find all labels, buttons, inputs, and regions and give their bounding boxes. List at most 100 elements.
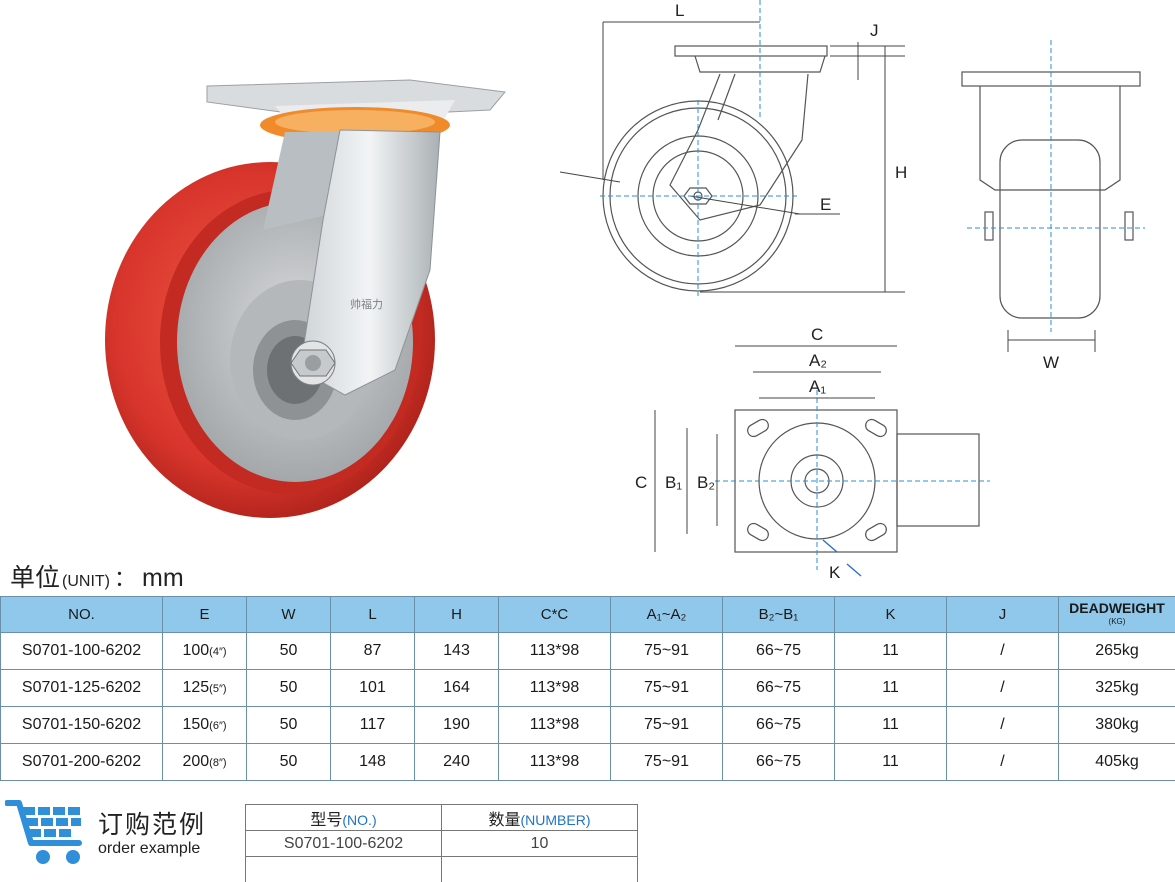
order-header-row: 型号(NO.) 数量(NUMBER) [245,804,638,831]
label-E: E [820,195,831,214]
cell-k: 11 [834,632,947,670]
cell-cc: 113*98 [498,632,611,670]
cell-no: S0701-200-6202 [0,743,163,781]
cell-a: 75~91 [610,743,723,781]
label-K: K [829,563,841,580]
table-row: S0701-125-6202 125(5″) 50 101 164 113*98… [0,669,1175,707]
spec-table: NO. E W L H C*C A₁~A₂ B₂~B₁ K J DEADWEIG… [0,596,1175,781]
cell-j: / [946,743,1059,781]
cell-k: 11 [834,743,947,781]
cell-j: / [946,669,1059,707]
cell-e: 200(8″) [162,743,247,781]
unit-line: 单位 (UNIT) ： mm [10,558,184,594]
header-k: K [834,596,947,633]
order-title-zh: 订购范例 [98,810,207,839]
cell-e-value: 200 [182,753,210,770]
cell-no: S0701-125-6202 [0,669,163,707]
cell-e: 150(6″) [162,706,247,744]
order-col-no-zh: 型号 [310,809,343,829]
cell-w: 50 [246,632,331,670]
cell-cc: 113*98 [498,669,611,707]
cell-h: 190 [414,706,499,744]
cell-b: 66~75 [722,632,835,670]
deadweight-unit: (KG) [1108,616,1126,626]
plate-view-drawing: C A₂ A₁ C B₁ B₂ K [635,325,990,580]
label-A2: A₂ [809,351,827,370]
header-j: J [946,596,1059,633]
deadweight-label: DEADWEIGHT [1069,599,1165,616]
cell-k: 11 [834,669,947,707]
cell-no: S0701-150-6202 [0,706,163,744]
order-empty-cell [245,856,442,882]
header-h: H [414,596,499,633]
cell-dw: 405kg [1058,743,1175,781]
order-empty-row [245,856,638,882]
brand-mark: 帅福力 [350,297,383,311]
cell-e: 100(4″) [162,632,247,670]
order-col-qty-en: (NUMBER) [520,811,591,828]
cell-a: 75~91 [610,632,723,670]
label-C-top: C [811,325,823,344]
order-example-no: S0701-100-6202 [245,830,442,857]
label-H: H [895,163,907,182]
cell-k: 11 [834,706,947,744]
shopping-cart-icon [5,800,82,864]
label-B2: B₂ [697,473,715,492]
table-row: S0701-100-6202 100(4″) 50 87 143 113*98 … [0,632,1175,670]
unit-colon: ： [114,566,137,591]
order-col-qty-zh: 数量 [488,809,521,829]
cell-e-inch: (4″) [209,646,227,658]
cell-l: 101 [330,669,415,707]
cell-e-value: 150 [182,716,210,733]
spec-header-row: NO. E W L H C*C A₁~A₂ B₂~B₁ K J DEADWEIG… [0,596,1175,633]
side-view-drawing: L J H E [559,0,907,296]
cell-e-value: 100 [182,642,210,659]
header-b: B₂~B₁ [722,596,835,633]
header-deadweight: DEADWEIGHT (KG) [1058,596,1175,633]
header-w: W [246,596,331,633]
label-J: J [870,21,879,40]
cell-h: 164 [414,669,499,707]
order-col-no-en: (NO.) [342,811,377,828]
cell-h: 240 [414,743,499,781]
unit-en: (UNIT) [62,573,110,590]
caster-product-photo: 帅福力 [105,79,506,518]
order-example-table: 型号(NO.) 数量(NUMBER) S0701-100-6202 10 [245,804,638,882]
order-empty-cell [441,856,638,882]
cell-cc: 113*98 [498,743,611,781]
table-row: S0701-200-6202 200(8″) 50 148 240 113*98… [0,743,1175,781]
header-a: A₁~A₂ [610,596,723,633]
cell-e-inch: (8″) [209,757,227,769]
order-example-row: S0701-100-6202 10 [245,830,638,857]
cell-e-inch: (5″) [209,683,227,695]
order-title-en: order example [98,840,201,857]
cell-l: 117 [330,706,415,744]
cell-h: 143 [414,632,499,670]
cell-w: 50 [246,669,331,707]
cell-dw: 265kg [1058,632,1175,670]
cell-cc: 113*98 [498,706,611,744]
label-B1: B₁ [665,473,682,492]
cell-j: / [946,632,1059,670]
cell-e: 125(5″) [162,669,247,707]
cell-w: 50 [246,743,331,781]
cell-e-value: 125 [182,679,210,696]
unit-value: mm [142,564,184,592]
cell-a: 75~91 [610,669,723,707]
header-cc: C*C [498,596,611,633]
label-C-side: C [635,473,647,492]
cell-e-inch: (6″) [209,720,227,732]
order-col-qty: 数量(NUMBER) [441,804,638,831]
order-example-qty: 10 [441,830,638,857]
cell-w: 50 [246,706,331,744]
header-no: NO. [0,596,163,633]
cell-l: 148 [330,743,415,781]
header-l: L [330,596,415,633]
cell-dw: 380kg [1058,706,1175,744]
cell-b: 66~75 [722,706,835,744]
table-row: S0701-150-6202 150(6″) 50 117 190 113*98… [0,706,1175,744]
cell-dw: 325kg [1058,669,1175,707]
unit-zh: 单位 [10,563,61,592]
front-view-drawing: W [961,40,1145,372]
cell-j: / [946,706,1059,744]
